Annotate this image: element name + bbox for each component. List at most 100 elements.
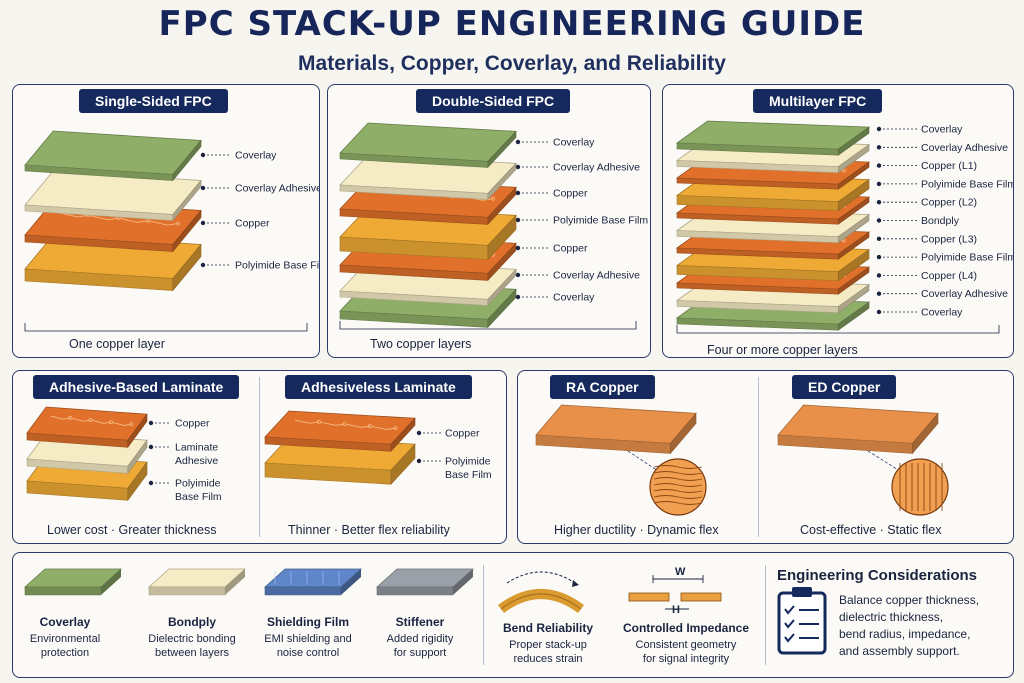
- material-desc: reduces strain: [513, 653, 583, 665]
- layer-slab: [26, 406, 148, 449]
- check-icon: [784, 605, 795, 615]
- impedance-w-label: W: [675, 566, 686, 578]
- layer-label: Coverlay: [921, 307, 963, 319]
- ra-grain-line: [653, 477, 703, 481]
- layer-label: Copper (L2): [921, 197, 977, 209]
- laminate-panel: Adhesive-Based Laminate Adhesiveless Lam…: [12, 370, 507, 544]
- layer-label: Coverlay: [553, 292, 595, 304]
- ra-grain-circle: [649, 458, 707, 516]
- ra-copper-title: RA Copper: [550, 375, 655, 399]
- bondply-icon-side: [225, 569, 245, 595]
- layer-label: Coverlay Adhesive: [921, 142, 1008, 154]
- double-sided-caption: Two copper layers: [370, 337, 472, 351]
- layer-label: Polyimide Base Film: [921, 178, 1013, 190]
- ed-copper-caption: Cost-effective · Static flex: [800, 523, 942, 537]
- adhesiveless-laminate-caption: Thinner · Better flex reliability: [288, 523, 450, 537]
- stiffener-icon-edge: [376, 586, 454, 596]
- engineering-line: dielectric thickness,: [839, 610, 944, 624]
- impedance-h-label: H: [672, 604, 680, 616]
- layer-label: Polyimide: [445, 456, 491, 468]
- material-desc: Added rigidity: [386, 633, 454, 645]
- material-name: Shielding Film: [266, 615, 349, 629]
- ra-grain-line: [653, 471, 703, 475]
- ra-grain-line: [653, 489, 703, 493]
- ra-grain-line: [653, 483, 703, 487]
- page-title: FPC STACK-UP ENGINEERING GUIDE: [158, 4, 866, 44]
- layer-label: Coverlay: [235, 150, 277, 162]
- material-name: Bondply: [168, 615, 216, 629]
- layer-label: Coverlay Adhesive: [921, 288, 1008, 300]
- layer-label: Copper: [553, 188, 588, 200]
- layer-label: Copper (L3): [921, 233, 977, 245]
- double-sided-title: Double-Sided FPC: [416, 89, 571, 113]
- copper-type-panel: RA Copper ED Copper Higher ductility · D…: [517, 370, 1014, 544]
- material-desc: noise control: [276, 647, 340, 659]
- layer-label: Polyimide Base Film: [235, 260, 319, 272]
- adhesiveless-laminate-title: Adhesiveless Laminate: [285, 375, 472, 399]
- layer-label: Bondply: [921, 215, 960, 227]
- material-desc: between layers: [155, 647, 229, 659]
- material-desc: for signal integrity: [642, 653, 730, 665]
- layer-label: Coverlay Adhesive: [553, 162, 640, 174]
- engineering-line: bend radius, impedance,: [839, 627, 971, 641]
- material-name: Controlled Impedance: [622, 621, 750, 635]
- engineering-line: and assembly support.: [839, 644, 960, 658]
- material-name: Coverlay: [39, 615, 91, 629]
- layer-label: Copper: [175, 418, 210, 430]
- copper-divider: [758, 377, 759, 537]
- layer-label: Copper (L1): [921, 160, 977, 172]
- layer-slab: [675, 120, 871, 156]
- layer-label: Laminate: [175, 442, 218, 454]
- materials-divider-2: [765, 565, 766, 665]
- bend-edge: [500, 593, 582, 610]
- layer-label: Polyimide: [175, 478, 221, 490]
- ra-grain-line: [653, 495, 703, 499]
- material-desc: Dielectric bonding: [148, 633, 236, 645]
- clipboard-clip: [792, 587, 812, 597]
- shielding-film-icon-edge: [264, 586, 342, 596]
- layer-label: Coverlay: [921, 124, 963, 136]
- single-sided-title: Single-Sided FPC: [79, 89, 228, 113]
- ra-grain-line: [653, 501, 703, 505]
- layer-label: Copper: [445, 428, 480, 440]
- layer-slab: [24, 170, 202, 222]
- layer-slab: [24, 130, 202, 182]
- copper-block: [777, 404, 939, 455]
- material-desc: EMI shielding and: [264, 633, 352, 645]
- multilayer-caption: Four or more copper layers: [707, 343, 858, 357]
- adhesive-laminate-caption: Lower cost · Greater thickness: [47, 523, 217, 537]
- bondply-icon-edge: [148, 586, 226, 596]
- layer-label: Copper (L4): [921, 270, 977, 282]
- layer-label: Copper: [553, 243, 588, 255]
- layer-label: Base Film: [175, 491, 222, 503]
- multilayer-title: Multilayer FPC: [753, 89, 883, 113]
- layer-slab: [339, 122, 517, 169]
- ra-grain-line: [653, 465, 703, 469]
- layer-label: Base Film: [445, 469, 492, 481]
- layer-label: Coverlay: [553, 137, 595, 149]
- page-subtitle: Materials, Copper, Coverlay, and Reliabi…: [298, 52, 726, 75]
- coverlay-icon-side: [101, 569, 121, 595]
- material-desc: for support: [393, 647, 447, 659]
- material-desc: protection: [40, 647, 90, 659]
- impedance-trace-icon: [680, 592, 722, 602]
- layer-label: Polyimide Base Film: [553, 215, 648, 227]
- material-desc: Environmental: [29, 633, 101, 645]
- adhesive-laminate-title: Adhesive-Based Laminate: [33, 375, 240, 399]
- material-name: Bend Reliability: [502, 621, 594, 635]
- materials-icons: WH: [23, 566, 827, 655]
- materials-divider-1: [483, 565, 484, 665]
- material-desc: Consistent geometry: [635, 639, 737, 651]
- copper-type-illustrations: [535, 404, 949, 516]
- layer-label: Coverlay Adhesive: [235, 183, 319, 195]
- layer-label: Coverlay Adhesive: [553, 270, 640, 282]
- bend-arrowhead: [572, 580, 579, 587]
- laminate-divider: [259, 377, 260, 537]
